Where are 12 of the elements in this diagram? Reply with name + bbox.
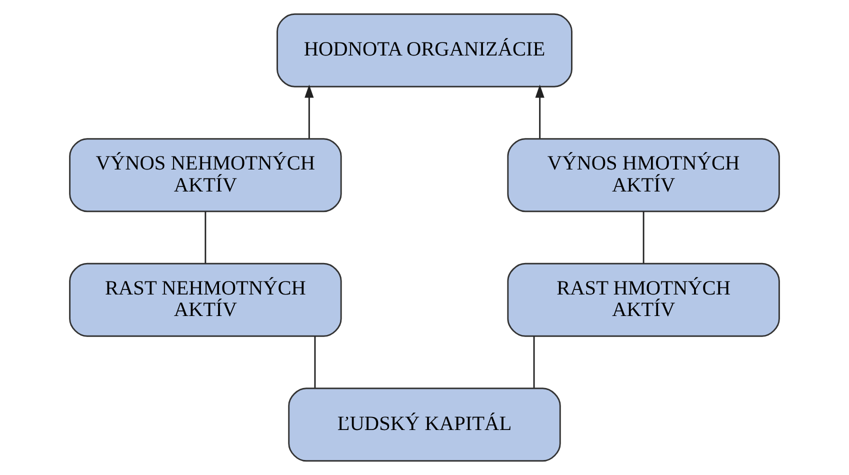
node-box: RAST NEHMOTNÝCH AKTÍV: [69, 262, 342, 337]
connector: [314, 336, 316, 388]
node-box: ĽUDSKÝ KAPITÁL: [288, 388, 561, 462]
connector: [642, 212, 644, 264]
arrow: [304, 84, 314, 138]
node-box: RAST HMOTNÝCH AKTÍV: [507, 262, 780, 337]
node-box: VÝNOS HMOTNÝCH AKTÍV: [507, 138, 780, 212]
arrow: [535, 84, 544, 138]
connector: [533, 336, 535, 388]
connector: [204, 212, 206, 264]
node-box: HODNOTA ORGANIZÁCIE: [276, 13, 572, 88]
node-box: VÝNOS NEHMOTNÝCH AKTÍV: [69, 138, 342, 212]
